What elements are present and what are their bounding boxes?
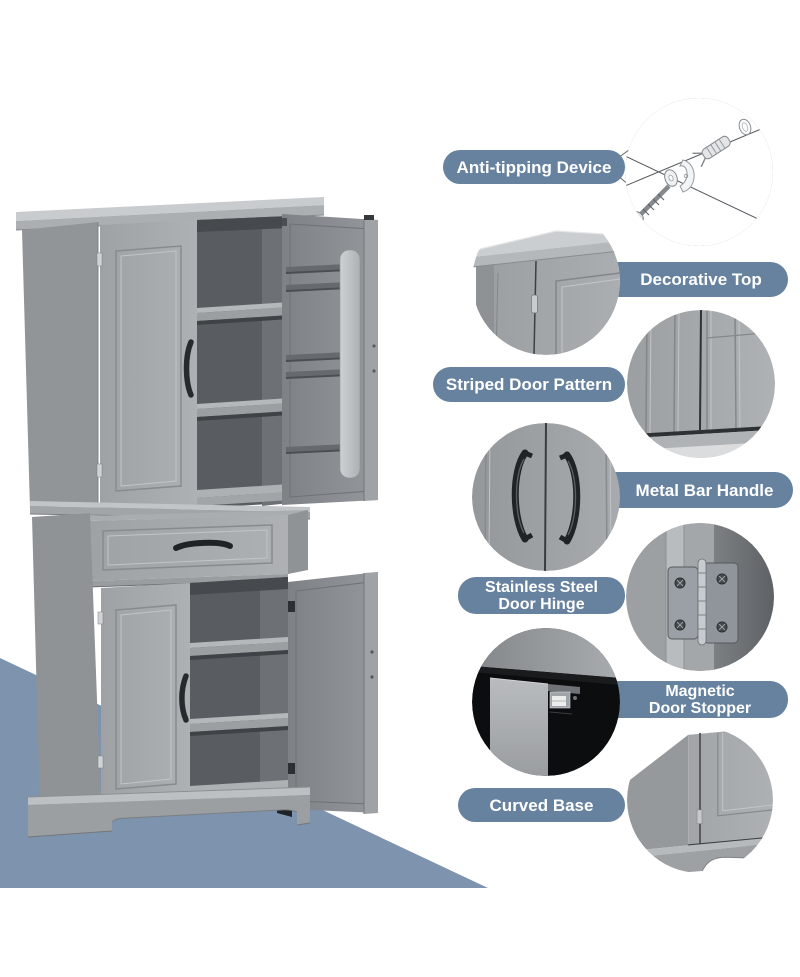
feature-photo-curved-base [627, 727, 773, 873]
lower-open-compartment [190, 577, 288, 803]
hinge-screws [674, 573, 728, 633]
door-handle [183, 339, 194, 398]
feature-label: Striped Door Pattern [445, 375, 613, 394]
hinge-graphic [667, 558, 739, 646]
door-hinge-photo [626, 523, 774, 671]
side-panel-lower [32, 513, 101, 812]
drawer [87, 510, 308, 588]
lower-left-door [97, 583, 191, 813]
decorative-top-photo [472, 207, 620, 355]
feature-label: Decorative Top [640, 270, 762, 289]
striped-door-photo [627, 310, 775, 458]
side-panel-upper [22, 222, 98, 509]
curved-base-photo [627, 727, 773, 873]
cabinet [15, 197, 378, 838]
feature-pill-striped-door-pattern: Striped Door Pattern [433, 367, 625, 402]
feature-label: Curved Base [489, 795, 594, 815]
upper-right-open-door [282, 214, 378, 505]
feature-pill-stainless-steel-door-hinge: Stainless Steel Door Hinge [458, 577, 625, 614]
feature-label: Magnetic Door Stopper [648, 682, 752, 717]
feature-photo-stainless-steel-door-hinge [626, 523, 774, 671]
bracket-icon [679, 159, 695, 193]
metal-handles-photo [472, 423, 620, 571]
feature-label: Metal Bar Handle [635, 480, 774, 500]
magnetic-stopper-photo [472, 628, 620, 776]
washer-icon [664, 169, 678, 187]
upper-left-door [96, 220, 197, 514]
feature-label: Anti-tipping Device [456, 157, 612, 177]
feature-photo-magnetic-door-stopper [472, 628, 620, 776]
drawer-handle [173, 539, 233, 551]
feature-pill-anti-tipping-device: Anti-tipping Device [443, 150, 625, 184]
wall-anchor-icon [692, 135, 731, 168]
feature-photo-striped-door-pattern [627, 310, 775, 458]
feature-label: Stainless Steel Door Hinge [485, 578, 598, 613]
lower-right-open-door [277, 572, 378, 817]
bar-handle-right [558, 451, 581, 545]
feature-photo-metal-bar-handle [472, 423, 620, 571]
feature-photo-anti-tipping-device [625, 98, 773, 246]
anti-tip-hardware-drawing [625, 98, 773, 246]
bar-handle-left [511, 449, 534, 543]
door-handle [179, 673, 189, 723]
door-rack [286, 249, 361, 479]
feature-photo-decorative-top [472, 207, 620, 355]
upper-open-compartment [197, 216, 290, 508]
curved-base-plinth [27, 786, 311, 838]
feature-pill-curved-base: Curved Base [458, 788, 625, 822]
stopper-catch [549, 691, 577, 715]
